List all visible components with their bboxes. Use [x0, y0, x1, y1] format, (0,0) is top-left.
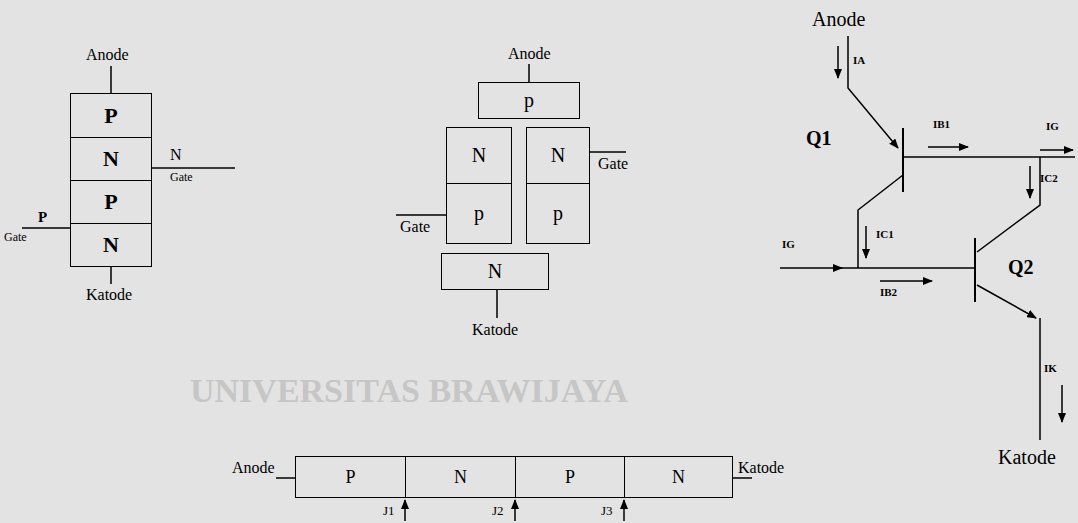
p-layer: P — [515, 456, 625, 498]
layer-letter: N — [103, 232, 119, 258]
layer-letter: N — [472, 144, 486, 167]
terminal-label: Gate — [400, 218, 430, 236]
terminal-label: Katode — [998, 446, 1056, 468]
junction-label: J2 — [492, 504, 504, 518]
junction-label: J3 — [601, 504, 613, 518]
current-label: IB1 — [933, 118, 950, 130]
current-label: IK — [1044, 362, 1057, 374]
layer-letter: p — [553, 202, 563, 225]
terminal-label: Anode — [232, 459, 275, 477]
current-label: IA — [853, 54, 865, 66]
layer-letter: p — [474, 202, 484, 225]
n-layer: N — [526, 127, 590, 184]
layer-label: P — [38, 209, 47, 226]
layer-letter: P — [104, 103, 117, 129]
junction-label: J1 — [383, 504, 395, 518]
layer-letter: N — [454, 467, 467, 488]
layer-letter: N — [488, 260, 502, 283]
layer-letter: N — [103, 146, 119, 172]
terminal-label: Katode — [86, 286, 132, 304]
layer-letter: p — [524, 89, 534, 112]
terminal-label: Anode — [86, 46, 129, 64]
n-layer: N — [446, 127, 512, 184]
terminal-label: Katode — [738, 459, 784, 477]
terminal-label: Gate — [598, 155, 628, 173]
n-layer: N — [70, 137, 152, 181]
p-layer: P — [295, 456, 406, 498]
n-layer: N — [441, 253, 549, 290]
terminal-label: Katode — [472, 321, 518, 339]
current-label: IG — [1046, 120, 1059, 132]
layer-letter: P — [565, 467, 575, 488]
terminal-label: Anode — [508, 45, 551, 63]
terminal-label: Anode — [812, 8, 865, 30]
current-label: IC2 — [1040, 172, 1058, 184]
layer-letter: N — [672, 467, 685, 488]
layer-label: N — [170, 146, 182, 164]
n-layer: N — [405, 456, 516, 498]
watermark: UNIVERSITAS BRAWIJAYA — [190, 372, 628, 409]
p-layer: p — [446, 183, 512, 244]
p-layer: P — [70, 93, 152, 138]
p-layer: P — [70, 180, 152, 224]
p-layer: p — [526, 183, 590, 244]
terminal-label: Gate — [4, 231, 27, 244]
n-layer: N — [70, 223, 152, 267]
transistor-label: Q2 — [1008, 256, 1034, 278]
layer-letter: N — [551, 144, 565, 167]
n-layer: N — [624, 456, 733, 498]
transistor-label: Q1 — [806, 127, 832, 149]
layer-letter: P — [104, 189, 117, 215]
current-label: IC1 — [876, 228, 894, 240]
current-label: IG — [782, 238, 795, 250]
terminal-label: Gate — [170, 171, 193, 184]
layer-letter: P — [345, 467, 355, 488]
current-label: IB2 — [880, 286, 897, 298]
p-layer: p — [478, 82, 580, 119]
